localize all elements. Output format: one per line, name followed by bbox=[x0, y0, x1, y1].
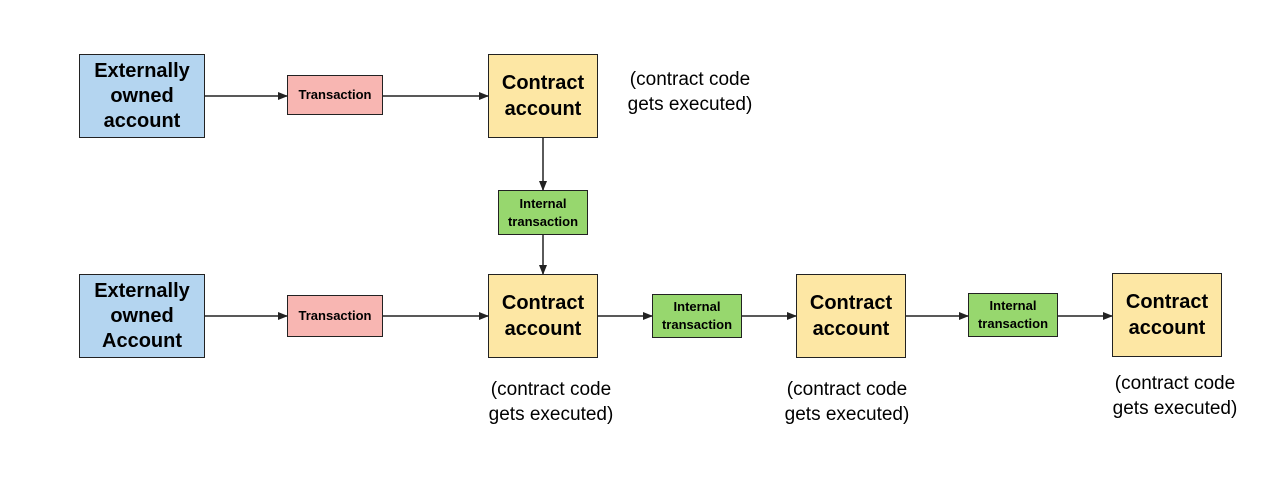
contract-account-3: Contract account bbox=[1112, 273, 1222, 357]
internal-transaction-1: Internal transaction bbox=[652, 294, 742, 338]
contract-account-3-label: Contract account bbox=[1125, 291, 1209, 339]
note-contract-2-text: (contract code gets executed) bbox=[784, 379, 910, 425]
transaction-top-label: Transaction bbox=[298, 87, 372, 102]
note-contract-top-text: (contract code gets executed) bbox=[627, 69, 753, 115]
contract-account-top-label: Contract account bbox=[501, 72, 585, 120]
contract-account-2-label: Contract account bbox=[809, 292, 893, 340]
transaction-bottom-label: Transaction bbox=[298, 308, 372, 323]
transaction-top: Transaction bbox=[287, 75, 383, 115]
note-contract-3: (contract code gets executed) bbox=[1097, 371, 1253, 421]
externally-owned-account-top: Externally owned account bbox=[79, 54, 205, 138]
contract-account-2: Contract account bbox=[796, 274, 906, 358]
contract-account-top: Contract account bbox=[488, 54, 598, 138]
note-contract-top: (contract code gets executed) bbox=[612, 67, 768, 117]
note-contract-1-text: (contract code gets executed) bbox=[488, 379, 614, 425]
internal-transaction-vertical-label: Internal transaction bbox=[507, 195, 579, 229]
transaction-bottom: Transaction bbox=[287, 295, 383, 337]
internal-transaction-vertical: Internal transaction bbox=[498, 190, 588, 235]
internal-transaction-1-label: Internal transaction bbox=[661, 299, 733, 332]
note-contract-1: (contract code gets executed) bbox=[473, 377, 629, 427]
externally-owned-account-top-label: Externally owned account bbox=[94, 59, 190, 132]
note-contract-3-text: (contract code gets executed) bbox=[1112, 373, 1238, 419]
internal-transaction-2: Internal transaction bbox=[968, 293, 1058, 337]
externally-owned-account-bottom: Externally owned Account bbox=[79, 274, 205, 358]
contract-account-1-label: Contract account bbox=[501, 292, 585, 340]
internal-transaction-2-label: Internal transaction bbox=[977, 298, 1049, 331]
externally-owned-account-bottom-label: Externally owned Account bbox=[94, 279, 190, 352]
note-contract-2: (contract code gets executed) bbox=[769, 377, 925, 427]
contract-account-1: Contract account bbox=[488, 274, 598, 358]
